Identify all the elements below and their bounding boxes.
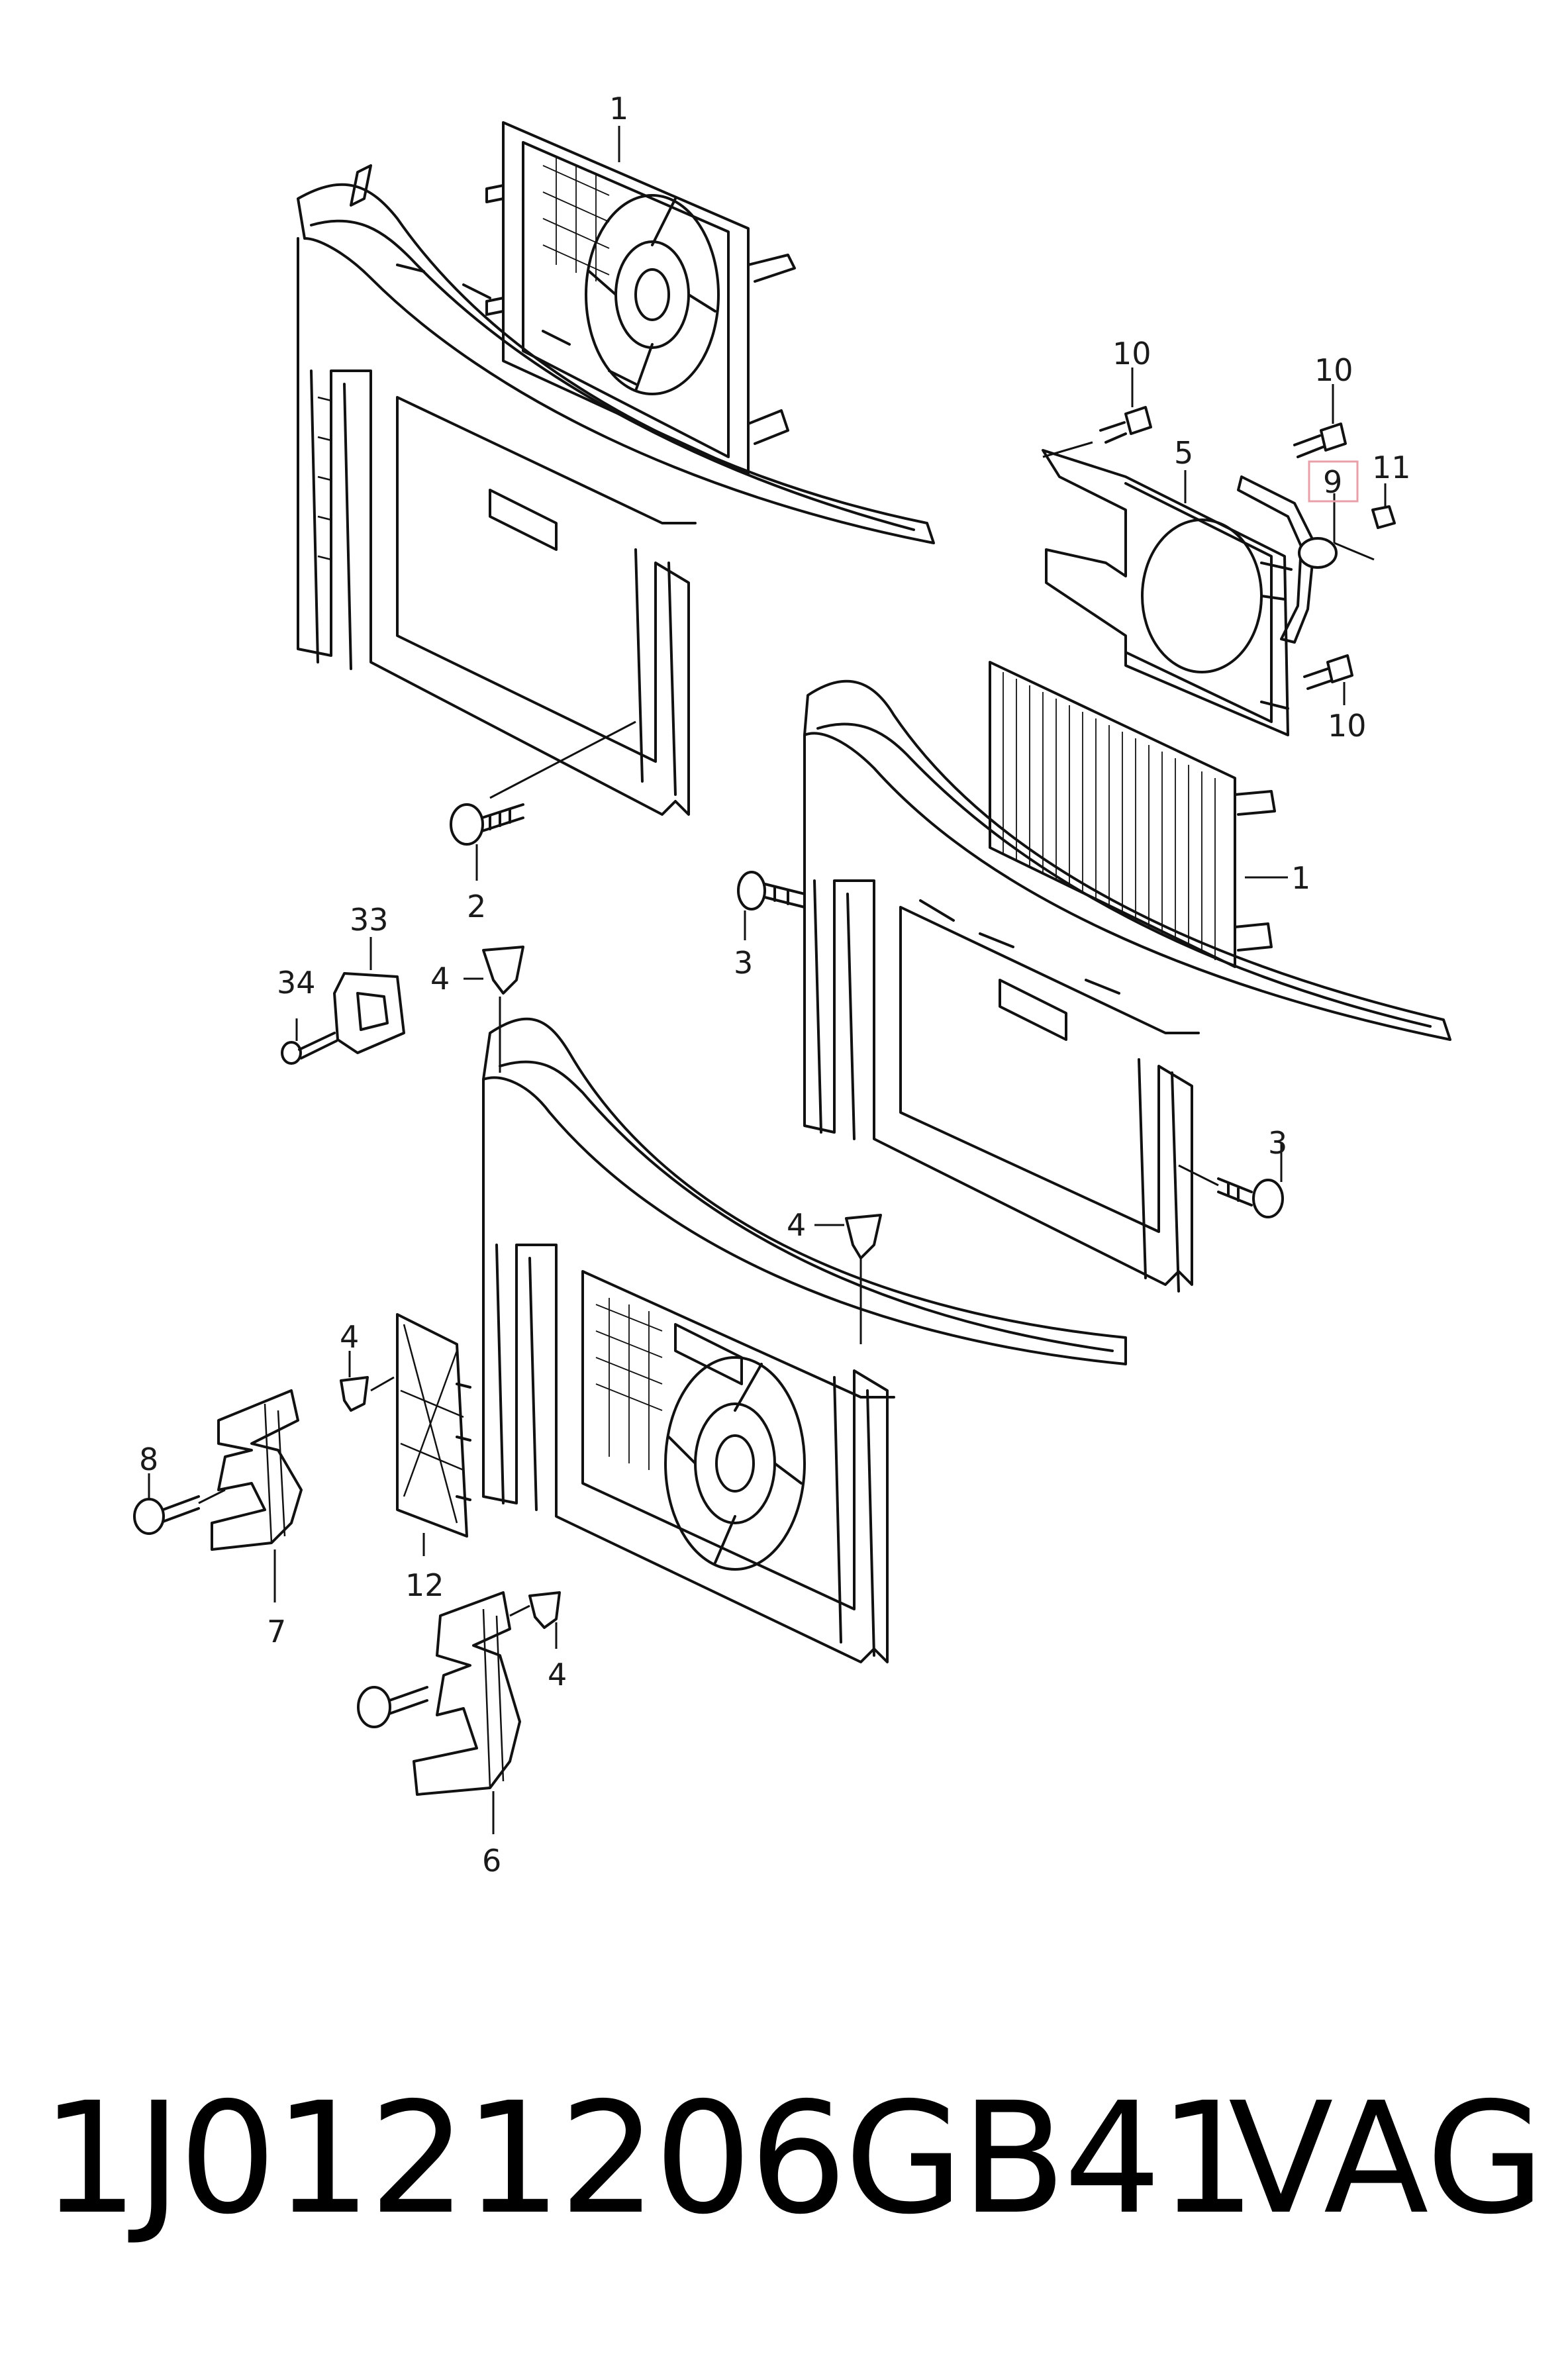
screw-part-34 — [281, 1032, 338, 1065]
bolt-part-8 — [133, 1495, 200, 1535]
callout-4-b: 4 — [787, 1207, 806, 1243]
callout-33: 33 — [350, 902, 389, 938]
footer: 1J0121206GB41 VAG — [0, 2039, 1568, 2251]
brand-name: VAG — [1228, 2069, 1545, 2248]
callout-1-right: 1 — [1291, 860, 1310, 896]
callout-4-d: 4 — [548, 1657, 567, 1693]
callout-7: 7 — [267, 1614, 286, 1649]
callout-3-b: 3 — [1268, 1125, 1287, 1161]
callout-2: 2 — [467, 889, 486, 924]
bolt-part-6-screw — [357, 1686, 428, 1728]
fan-shroud-part-5 — [1042, 449, 1293, 736]
clip-part-4-b — [845, 1214, 882, 1259]
clip-part-4-a — [482, 946, 524, 995]
callout-10-a: 10 — [1112, 336, 1152, 371]
callout-1-top: 1 — [609, 91, 628, 126]
bracket-part-6 — [413, 1591, 521, 1796]
callout-5: 5 — [1174, 435, 1193, 471]
nut-part-11 — [1371, 505, 1396, 529]
bolt-part-3-upper — [737, 871, 806, 910]
front-carrier-right — [803, 679, 1451, 1293]
callout-4-a: 4 — [430, 961, 450, 997]
callout-8: 8 — [139, 1442, 158, 1477]
callout-10-c: 10 — [1328, 708, 1367, 744]
callout-34: 34 — [277, 965, 316, 1001]
callout-11: 11 — [1372, 450, 1411, 485]
callout-4-c: 4 — [340, 1319, 359, 1355]
bracket-part-7 — [211, 1389, 303, 1551]
bolt-part-10-upper-left — [1099, 406, 1152, 444]
callout-12: 12 — [405, 1567, 444, 1603]
callout-9: 9 — [1323, 464, 1342, 500]
highlight-box-part-9 — [1308, 460, 1359, 503]
clip-part-4-c — [340, 1376, 369, 1412]
bolt-part-10-upper-right — [1293, 422, 1347, 458]
bolt-part-2 — [450, 803, 524, 846]
radiator-fan-assembly-top — [485, 121, 796, 475]
front-carrier-top — [297, 164, 935, 816]
mount-part-33 — [333, 972, 405, 1054]
callout-3-a: 3 — [734, 945, 753, 981]
clip-part-4-d — [528, 1591, 561, 1629]
bolt-part-3-lower — [1217, 1177, 1284, 1218]
bolt-part-10-lower — [1303, 654, 1353, 690]
bracket-part-9 — [1237, 475, 1338, 644]
callout-6: 6 — [482, 1843, 501, 1879]
exploded-parts-diagram: 1 10 5 10 9 11 10 1 2 33 34 4 3 3 4 4 8 … — [133, 91, 1451, 1879]
air-guide-part-12 — [396, 1313, 471, 1538]
front-carrier-bottom — [482, 1017, 1127, 1663]
callout-10-b: 10 — [1314, 352, 1353, 388]
part-number: 1J0121206GB41 — [41, 2069, 1256, 2248]
